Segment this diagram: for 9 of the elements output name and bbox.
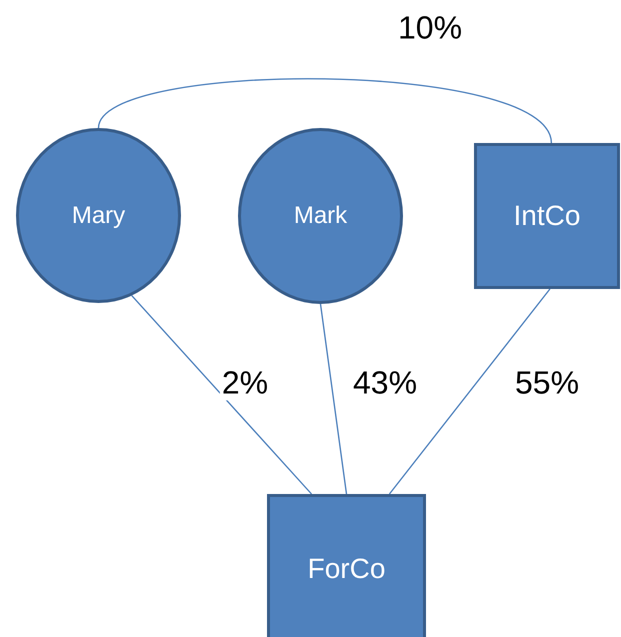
company-box (474, 143, 620, 289)
connector-line (131, 295, 312, 494)
node-label: Mark (294, 202, 348, 230)
connector-line (388, 288, 550, 494)
node-label: IntCo (514, 200, 580, 232)
node-label: ForCo (308, 553, 386, 585)
company-box (267, 494, 426, 637)
connector-line (320, 304, 348, 494)
node-label: Mary (72, 202, 126, 230)
